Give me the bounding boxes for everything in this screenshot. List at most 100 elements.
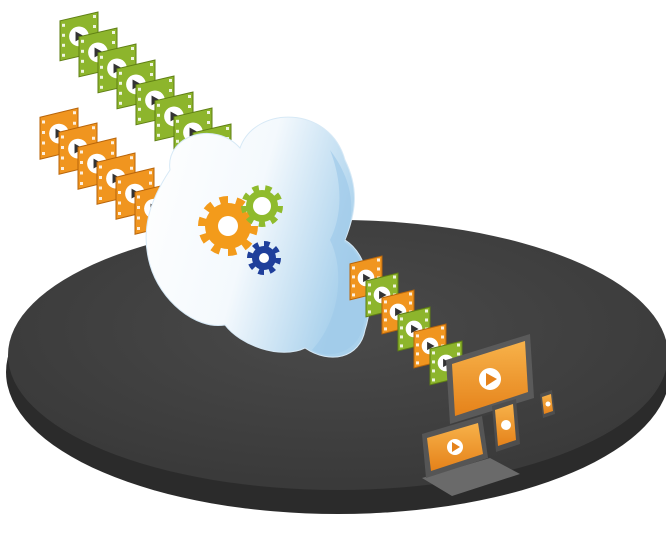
play-triangle bbox=[395, 307, 403, 317]
sprocket-hole bbox=[416, 352, 419, 356]
sprocket-hole bbox=[61, 135, 64, 139]
cloud-shade bbox=[312, 150, 368, 355]
sprocket-hole bbox=[157, 103, 160, 107]
play-triangle bbox=[452, 442, 460, 452]
sprocket-hole bbox=[149, 171, 152, 175]
sprocket-hole bbox=[62, 53, 65, 57]
sprocket-hole bbox=[207, 111, 210, 114]
sprocket-hole bbox=[432, 369, 435, 373]
sprocket-hole bbox=[368, 292, 371, 296]
sprocket-hole bbox=[416, 343, 419, 347]
sprocket-hole bbox=[368, 301, 371, 305]
laptop-base bbox=[422, 458, 520, 496]
sprocket-hole bbox=[157, 123, 160, 127]
sprocket-hole bbox=[80, 150, 83, 154]
sprocket-hole bbox=[99, 165, 102, 169]
sprocket-hole bbox=[137, 205, 140, 209]
play-triangle bbox=[486, 373, 497, 386]
sprocket-hole bbox=[207, 121, 210, 124]
sprocket-hole bbox=[118, 211, 121, 215]
sprocket-hole bbox=[137, 226, 140, 230]
sprocket-hole bbox=[131, 47, 134, 50]
sprocket-hole bbox=[457, 352, 460, 356]
sprocket-hole bbox=[409, 292, 412, 296]
sprocket-hole bbox=[42, 151, 45, 155]
sprocket-hole bbox=[188, 105, 191, 108]
sprocket-hole bbox=[111, 151, 114, 155]
sprocket-hole bbox=[100, 65, 103, 69]
sprocket-hole bbox=[384, 327, 387, 331]
sprocket-hole bbox=[100, 55, 103, 59]
sprocket-hole bbox=[425, 309, 428, 313]
sprocket-hole bbox=[409, 301, 412, 305]
sprocket-hole bbox=[169, 89, 172, 92]
sprocket-hole bbox=[137, 216, 140, 220]
sprocket-hole bbox=[176, 129, 179, 133]
sprocket-hole bbox=[42, 130, 45, 134]
sprocket-hole bbox=[93, 25, 96, 28]
sprocket-hole bbox=[112, 31, 115, 34]
play-triangle bbox=[411, 324, 419, 334]
sprocket-hole bbox=[119, 91, 122, 95]
sprocket-hole bbox=[62, 43, 65, 47]
tablet-icon bbox=[492, 399, 520, 452]
sprocket-hole bbox=[400, 335, 403, 339]
sprocket-hole bbox=[130, 156, 133, 160]
sprocket-hole bbox=[377, 258, 380, 262]
sprocket-hole bbox=[400, 317, 403, 321]
sprocket-hole bbox=[93, 15, 96, 18]
sprocket-hole bbox=[81, 69, 84, 73]
play-icon bbox=[545, 401, 551, 407]
sprocket-hole bbox=[368, 283, 371, 287]
sprocket-hole bbox=[368, 310, 371, 314]
sprocket-hole bbox=[352, 293, 355, 297]
sprocket-hole bbox=[393, 284, 396, 288]
sprocket-hole bbox=[111, 141, 114, 145]
sprocket-hole bbox=[188, 95, 191, 98]
play-triangle bbox=[379, 290, 387, 300]
sprocket-hole bbox=[42, 141, 45, 145]
sprocket-hole bbox=[118, 180, 121, 184]
sprocket-hole bbox=[138, 97, 141, 101]
sprocket-hole bbox=[62, 23, 65, 27]
sprocket-hole bbox=[432, 378, 435, 382]
sprocket-hole bbox=[61, 145, 64, 149]
sprocket-hole bbox=[138, 117, 141, 121]
devices-group bbox=[422, 334, 555, 496]
gears-group bbox=[198, 185, 283, 275]
sprocket-hole bbox=[416, 334, 419, 338]
sprocket-hole bbox=[80, 181, 83, 185]
sprocket-hole bbox=[352, 266, 355, 270]
sprocket-hole bbox=[352, 284, 355, 288]
sprocket-hole bbox=[118, 201, 121, 205]
sprocket-hole bbox=[157, 113, 160, 117]
sprocket-hole bbox=[61, 166, 64, 170]
sprocket-hole bbox=[393, 275, 396, 279]
sprocket-hole bbox=[457, 343, 460, 347]
sprocket-hole bbox=[149, 181, 152, 185]
sprocket-hole bbox=[119, 101, 122, 105]
sprocket-hole bbox=[73, 111, 76, 115]
gear-hole bbox=[218, 216, 238, 236]
sprocket-hole bbox=[150, 63, 153, 66]
green-gear bbox=[241, 185, 283, 227]
sprocket-hole bbox=[73, 121, 76, 125]
sprocket-hole bbox=[432, 360, 435, 364]
sprocket-hole bbox=[150, 73, 153, 76]
sprocket-hole bbox=[81, 49, 84, 53]
sprocket-hole bbox=[80, 171, 83, 175]
sprocket-hole bbox=[80, 160, 83, 164]
sprocket-hole bbox=[384, 300, 387, 304]
sprocket-hole bbox=[99, 175, 102, 179]
sprocket-hole bbox=[226, 127, 229, 130]
sprocket-hole bbox=[118, 190, 121, 194]
sprocket-hole bbox=[157, 133, 160, 137]
sprocket-hole bbox=[400, 344, 403, 348]
play-triangle bbox=[363, 273, 371, 283]
sprocket-hole bbox=[352, 275, 355, 279]
sprocket-hole bbox=[138, 107, 141, 111]
cloud-shape bbox=[145, 116, 371, 358]
sprocket-hole bbox=[416, 361, 419, 365]
sprocket-hole bbox=[81, 39, 84, 43]
